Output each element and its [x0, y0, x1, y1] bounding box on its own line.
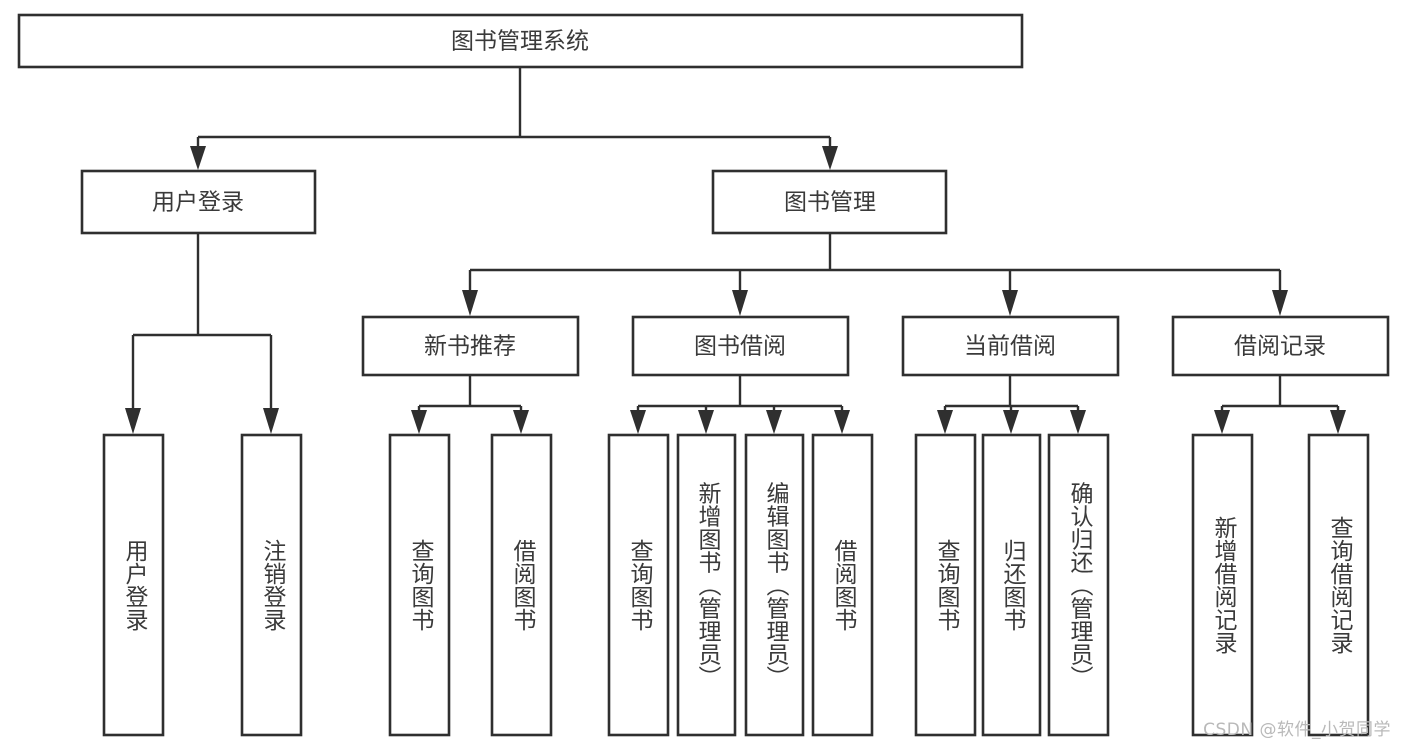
node-book-manage[interactable]: 图书管理 [711, 169, 948, 235]
node-leaf-bb-edit-book[interactable]: 编辑图书（管理员） [744, 433, 805, 737]
node-user-login-box[interactable] [80, 169, 317, 235]
node-leaf-bb-edit-book-label: 编辑图书（管理员） [762, 482, 790, 689]
arrow-head-nbr-query-book [411, 410, 427, 434]
node-leaf-nbr-borrow-book[interactable]: 借阅图书 [490, 433, 553, 737]
node-leaf-bb-query-book[interactable]: 查询图书 [607, 433, 670, 737]
arrow-head-bb-add-book [698, 410, 714, 434]
node-leaf-logout-label: 注销登录 [259, 539, 287, 631]
node-leaf-cb-query-book[interactable]: 查询图书 [914, 433, 977, 737]
node-new-book-recommend[interactable]: 新书推荐 [361, 315, 580, 377]
node-leaf-bb-query-book-box[interactable] [607, 433, 670, 737]
node-leaf-cb-query-book-label: 查询图书 [933, 539, 961, 631]
arrow-head-leaf-user-login [125, 408, 141, 434]
arrow-head-bb-edit-book [766, 410, 782, 434]
arrow-head-cb-return-book [1003, 410, 1019, 434]
node-leaf-cb-return-book-box[interactable] [981, 433, 1042, 737]
node-leaf-cb-confirm-return-box[interactable] [1047, 433, 1110, 737]
arrow-head-cb-query-book [937, 410, 953, 434]
node-leaf-bb-borrow-book[interactable]: 借阅图书 [811, 433, 874, 737]
node-current-borrow-label: 当前借阅 [964, 334, 1056, 360]
node-leaf-bb-edit-book-box[interactable] [744, 433, 805, 737]
node-book-borrow-label: 图书借阅 [694, 334, 786, 360]
arrow-head-current-borrow [1002, 290, 1018, 316]
node-leaf-logout-box[interactable] [240, 433, 303, 737]
node-leaf-br-query-record-label: 查询借阅记录 [1326, 516, 1354, 654]
node-leaf-nbr-query-book-label: 查询图书 [407, 539, 435, 631]
node-leaf-logout[interactable]: 注销登录 [240, 433, 303, 737]
node-leaf-user-login-box[interactable] [102, 433, 165, 737]
node-leaf-bb-add-book-label: 新增图书（管理员） [694, 482, 722, 689]
node-borrow-record-box[interactable] [1171, 315, 1390, 377]
node-leaf-nbr-query-book[interactable]: 查询图书 [388, 433, 451, 737]
node-book-manage-label: 图书管理 [784, 190, 876, 216]
node-leaf-cb-query-book-box[interactable] [914, 433, 977, 737]
node-leaf-user-login[interactable]: 用户登录 [102, 433, 165, 737]
node-borrow-record-label: 借阅记录 [1234, 334, 1326, 360]
node-book-borrow-box[interactable] [631, 315, 850, 377]
arrow-head-bb-borrow-book [834, 410, 850, 434]
node-root-system-box[interactable] [17, 13, 1024, 69]
arrow-head-nbr-borrow-book [513, 410, 529, 434]
arrow-head-leaf-logout [263, 408, 279, 434]
node-current-borrow[interactable]: 当前借阅 [901, 315, 1120, 377]
node-leaf-nbr-borrow-book-label: 借阅图书 [509, 539, 537, 631]
node-new-book-recommend-box[interactable] [361, 315, 580, 377]
node-leaf-br-add-record-box[interactable] [1191, 433, 1254, 737]
arrow-head-user-login [190, 146, 206, 170]
node-leaf-nbr-borrow-book-box[interactable] [490, 433, 553, 737]
arrow-head-book-borrow [732, 290, 748, 316]
arrow-head-borrow-record [1272, 290, 1288, 316]
node-leaf-cb-confirm-return-label: 确认归还（管理员） [1066, 482, 1094, 689]
node-root-system[interactable]: 图书管理系统 [17, 13, 1024, 69]
node-leaf-br-query-record-box[interactable] [1307, 433, 1370, 737]
node-book-manage-box[interactable] [711, 169, 948, 235]
node-leaf-bb-query-book-label: 查询图书 [626, 539, 654, 631]
node-book-borrow[interactable]: 图书借阅 [631, 315, 850, 377]
node-leaf-user-login-label: 用户登录 [121, 539, 149, 631]
node-user-login[interactable]: 用户登录 [80, 169, 317, 235]
arrow-head-cb-confirm-return [1070, 410, 1086, 434]
node-leaf-cb-return-book-label: 归还图书 [999, 539, 1027, 631]
node-new-book-recommend-label: 新书推荐 [424, 334, 516, 360]
node-leaf-br-add-record-label: 新增借阅记录 [1210, 516, 1238, 654]
arrow-head-br-add-record [1214, 410, 1230, 434]
node-leaf-bb-add-book[interactable]: 新增图书（管理员） [676, 433, 737, 737]
connector-layer [125, 67, 1346, 434]
node-leaf-bb-borrow-book-label: 借阅图书 [830, 539, 858, 631]
arrow-head-book-manage [822, 146, 838, 170]
node-current-borrow-box[interactable] [901, 315, 1120, 377]
arrow-head-new-book-recommend [462, 290, 478, 316]
node-borrow-record[interactable]: 借阅记录 [1171, 315, 1390, 377]
node-leaf-cb-return-book[interactable]: 归还图书 [981, 433, 1042, 737]
node-leaf-bb-borrow-book-box[interactable] [811, 433, 874, 737]
node-user-login-label: 用户登录 [152, 190, 244, 216]
node-leaf-cb-confirm-return[interactable]: 确认归还（管理员） [1047, 433, 1110, 737]
node-root-system-label: 图书管理系统 [451, 29, 589, 55]
node-leaf-br-add-record[interactable]: 新增借阅记录 [1191, 433, 1254, 737]
arrow-head-bb-query-book [630, 410, 646, 434]
node-leaf-nbr-query-book-box[interactable] [388, 433, 451, 737]
arrow-head-br-query-record [1330, 410, 1346, 434]
node-leaf-br-query-record[interactable]: 查询借阅记录 [1307, 433, 1370, 737]
node-leaf-bb-add-book-box[interactable] [676, 433, 737, 737]
